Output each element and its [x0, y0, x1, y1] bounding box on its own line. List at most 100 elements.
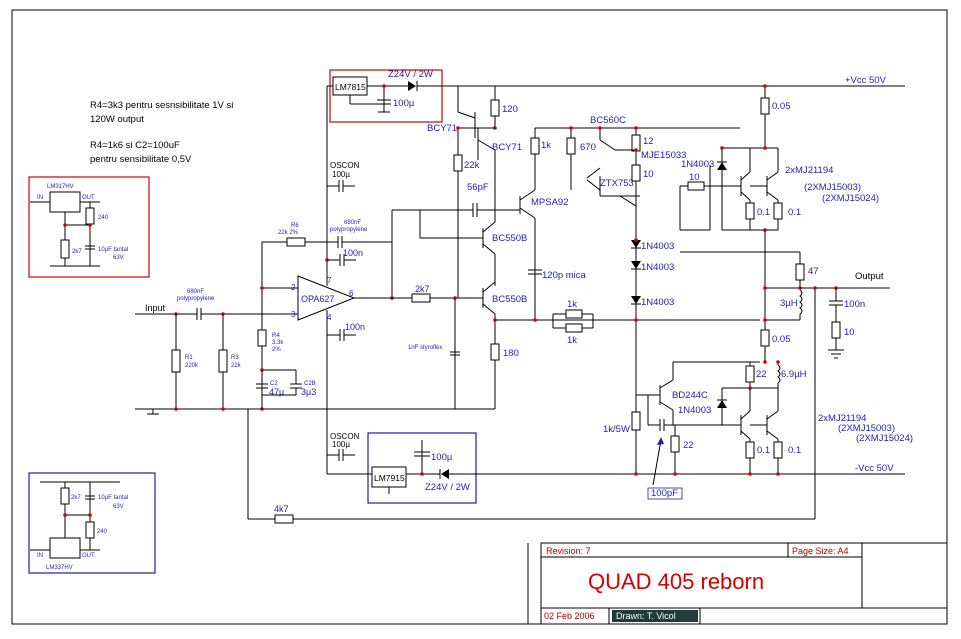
- svg-text:6: 6: [349, 289, 354, 298]
- pos-regulator-block: LM7815 Z24V / 2W 100µ: [329, 69, 458, 123]
- svg-text:0.05: 0.05: [772, 101, 791, 112]
- note-line4: pentru sensibilitate 0,5V: [90, 154, 192, 165]
- svg-text:680nF: 680nF: [187, 289, 204, 295]
- svg-text:220k: 220k: [185, 363, 199, 369]
- input-stage: Input 680nF polypropylene R1 220k R3 22k…: [135, 210, 816, 524]
- svg-text:120: 120: [502, 104, 518, 115]
- output-stage: 0.05 10 0.1 0.1 2xMJ21194 (2XMJ15: [673, 84, 913, 476]
- vas-stage: BCY71 120 BCY71 22k 56pF MPSA92: [392, 86, 760, 500]
- svg-text:LM7915: LM7915: [374, 473, 405, 483]
- svg-text:10µF tantal: 10µF tantal: [98, 495, 128, 501]
- svg-text:MPSA92: MPSA92: [531, 197, 569, 208]
- svg-text:Output: Output: [855, 271, 884, 282]
- svg-text:R1: R1: [185, 355, 193, 361]
- svg-text:1N4003: 1N4003: [641, 241, 674, 252]
- svg-text:2k7: 2k7: [71, 495, 81, 501]
- svg-text:1k: 1k: [567, 299, 577, 310]
- svg-text:0.1: 0.1: [757, 445, 770, 456]
- svg-text:R4: R4: [272, 333, 280, 339]
- svg-text:100µ: 100µ: [393, 98, 415, 109]
- svg-text:100µ: 100µ: [431, 452, 453, 463]
- svg-text:C2B: C2B: [304, 381, 316, 387]
- svg-text:240: 240: [97, 529, 108, 535]
- svg-text:10: 10: [844, 327, 855, 338]
- svg-text:100µ: 100µ: [332, 440, 350, 449]
- svg-text:2k7: 2k7: [72, 249, 82, 255]
- title-block: Revision: 7 Page Size: A4 QUAD 405 rebor…: [527, 542, 948, 625]
- svg-text:100n: 100n: [343, 248, 363, 258]
- pos-rail-label: +Vcc 50V: [845, 75, 887, 86]
- svg-text:IN: IN: [37, 195, 43, 201]
- neg-regulator-block: LM7915 100µ Z24V / 2W: [367, 432, 495, 504]
- svg-text:0.1: 0.1: [788, 445, 801, 456]
- svg-text:Z24V / 2W: Z24V / 2W: [388, 69, 433, 80]
- svg-text:R3: R3: [231, 355, 239, 361]
- svg-text:6.9µH: 6.9µH: [781, 369, 807, 380]
- svg-text:100n: 100n: [345, 322, 365, 332]
- svg-text:BCY71: BCY71: [492, 142, 522, 153]
- svg-text:C2: C2: [270, 381, 278, 387]
- svg-text:2k7: 2k7: [415, 284, 430, 294]
- svg-text:ZTX753: ZTX753: [600, 178, 634, 189]
- date-label: 02 Feb 2006: [544, 611, 595, 621]
- svg-text:47: 47: [808, 266, 819, 277]
- svg-text:polypropylene: polypropylene: [177, 296, 215, 302]
- svg-text:12: 12: [643, 136, 654, 147]
- svg-text:22k 2%: 22k 2%: [278, 230, 299, 236]
- svg-text:100µ: 100µ: [332, 170, 350, 179]
- drawn-label: Drawn: T. Vicol: [616, 611, 676, 621]
- svg-text:47µ: 47µ: [269, 387, 284, 397]
- lm317-block: LM317HV IN OUT 240 2k7 10µF tantal 63V: [28, 176, 150, 278]
- svg-text:LM337HV: LM337HV: [46, 565, 73, 571]
- lm337-block: 2k7 10µF tantal 63V 240 IN OUT LM337HV: [28, 472, 156, 574]
- page-border: [11, 9, 948, 625]
- drawing-title: QUAD 405 reborn: [588, 569, 764, 594]
- svg-text:22: 22: [683, 440, 694, 451]
- svg-text:56pF: 56pF: [467, 182, 489, 193]
- svg-text:10: 10: [689, 172, 700, 183]
- svg-text:680nF: 680nF: [344, 220, 361, 226]
- svg-text:63V: 63V: [113, 504, 124, 510]
- opa627: [297, 275, 356, 321]
- svg-text:MJE15033: MJE15033: [641, 150, 686, 161]
- svg-text:63V: 63V: [113, 255, 124, 261]
- svg-text:1k: 1k: [567, 335, 577, 346]
- svg-text:LM7815: LM7815: [335, 82, 366, 92]
- svg-text:1N4003: 1N4003: [641, 262, 674, 273]
- svg-text:22k: 22k: [464, 160, 480, 171]
- svg-text:OSCON: OSCON: [330, 161, 360, 170]
- svg-text:LM317HV: LM317HV: [47, 184, 74, 190]
- svg-text:670: 670: [580, 142, 596, 153]
- svg-text:(2XMJ15024): (2XMJ15024): [856, 433, 913, 444]
- svg-text:OSCON: OSCON: [330, 432, 360, 441]
- svg-text:3.3k: 3.3k: [272, 340, 284, 346]
- svg-text:0.05: 0.05: [772, 334, 791, 345]
- svg-text:R6: R6: [291, 223, 299, 229]
- neg-rail-label: -Vcc 50V: [855, 463, 894, 474]
- svg-text:BCY71: BCY71: [427, 123, 457, 134]
- svg-text:polypropylene: polypropylene: [330, 227, 368, 233]
- svg-text:1k: 1k: [541, 140, 551, 151]
- svg-text:1N4003: 1N4003: [681, 159, 714, 170]
- svg-text:BC550B: BC550B: [492, 233, 527, 244]
- svg-text:10µF tantal: 10µF tantal: [98, 247, 128, 253]
- svg-text:7: 7: [327, 276, 332, 285]
- svg-text:100pF: 100pF: [651, 488, 678, 499]
- svg-text:(2XMJ15003): (2XMJ15003): [838, 423, 895, 434]
- svg-text:3µH: 3µH: [780, 298, 798, 309]
- svg-text:BC560C: BC560C: [590, 115, 626, 126]
- note-line2: 120W output: [90, 114, 144, 125]
- svg-text:0.1: 0.1: [757, 207, 770, 218]
- svg-text:120p mica: 120p mica: [542, 270, 587, 281]
- svg-text:4k7: 4k7: [274, 504, 289, 514]
- svg-text:1nF styroflex: 1nF styroflex: [408, 345, 442, 351]
- svg-text:IN: IN: [37, 553, 43, 559]
- svg-text:100n: 100n: [844, 299, 865, 310]
- svg-text:OUT: OUT: [82, 195, 95, 201]
- svg-text:180: 180: [503, 348, 519, 359]
- svg-text:Input: Input: [145, 303, 166, 313]
- svg-text:1N4003: 1N4003: [641, 297, 674, 308]
- svg-text:2%: 2%: [272, 347, 281, 353]
- revision-label: Revision: 7: [546, 546, 591, 556]
